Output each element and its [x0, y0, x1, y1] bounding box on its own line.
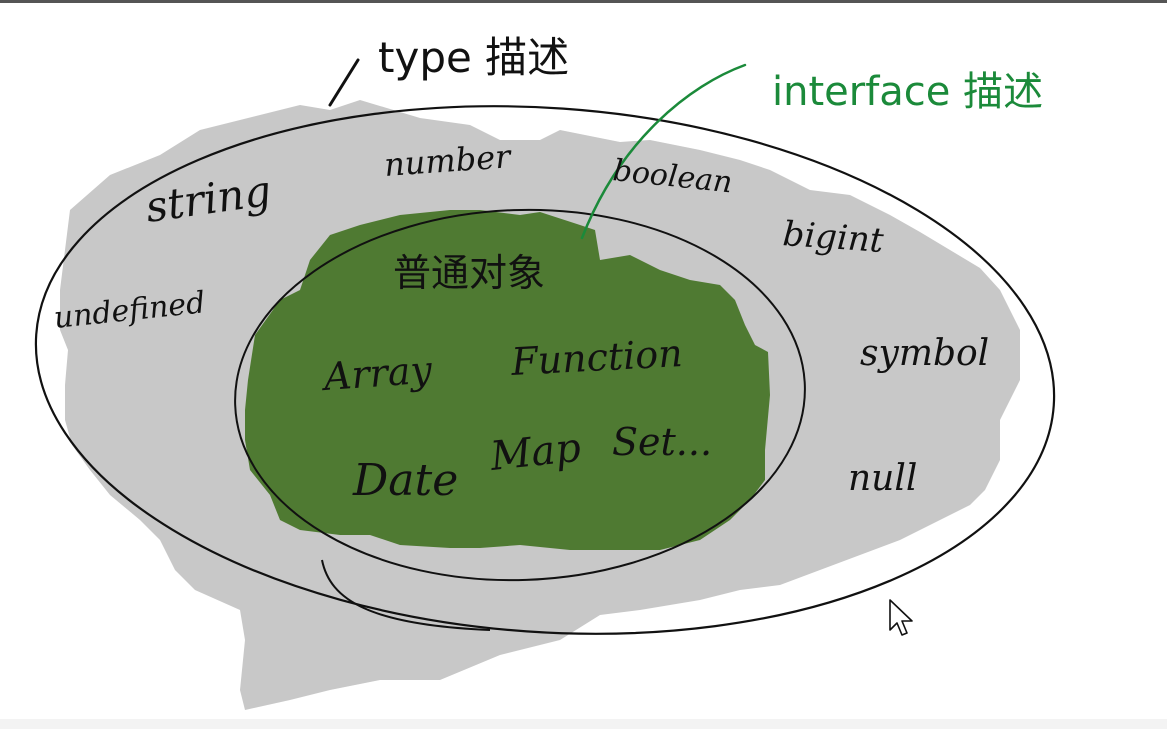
interface-label: interface 描述	[772, 69, 1043, 115]
inner-item-function: Function	[509, 331, 683, 384]
inner-green-fill	[245, 210, 770, 550]
outer-item-number: number	[383, 137, 513, 184]
inner-title: 普通对象	[393, 251, 545, 295]
outer-item-bigint: bigint	[781, 214, 885, 261]
mouse-pointer-icon	[889, 599, 913, 636]
top-border	[0, 0, 1167, 3]
inner-item-set: Set...	[612, 420, 712, 464]
type-label: type 描述	[378, 33, 569, 82]
interface-pointer-line	[580, 63, 747, 240]
inner-item-date: Date	[352, 455, 458, 506]
outer-item-null: null	[848, 458, 917, 499]
type-pointer-line	[328, 58, 360, 107]
outer-ellipse	[34, 105, 1056, 635]
inner-item-array: Array	[320, 348, 434, 400]
bottom-border	[0, 719, 1167, 729]
inner-ellipse	[234, 208, 806, 582]
stroke-lower-arc	[321, 559, 491, 631]
inner-item-map: Map	[487, 425, 583, 480]
outer-item-symbol: symbol	[860, 333, 989, 374]
